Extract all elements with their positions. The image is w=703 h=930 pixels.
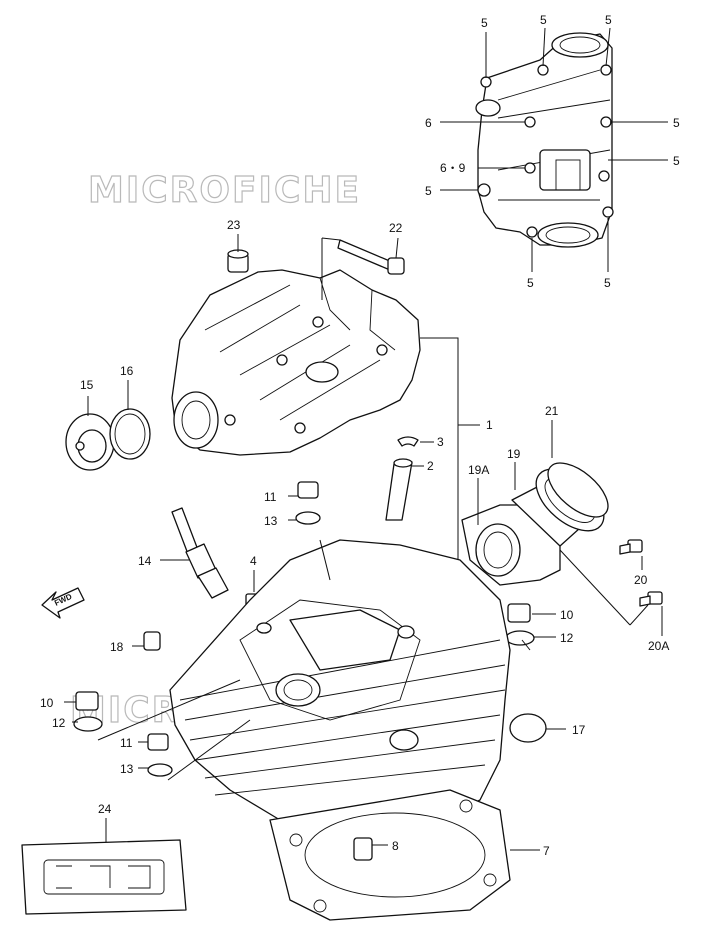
cylinder-head-cover (171, 269, 421, 456)
callout-23: 23 (227, 218, 241, 232)
callout-22: 22 (389, 221, 403, 235)
callout-5: 5 (673, 154, 680, 168)
callout-13: 13 (264, 514, 278, 528)
callout-24: 24 (98, 802, 112, 816)
caution-label-plate (21, 839, 187, 915)
callout-5: 5 (673, 116, 680, 130)
callout-15: 15 (80, 378, 94, 392)
callout-12: 12 (560, 631, 574, 645)
callout-12: 12 (52, 716, 66, 730)
callout-5: 5 (540, 13, 547, 27)
cap-plug (65, 413, 115, 471)
watermark-top: MICROFICHE (88, 170, 361, 211)
pipe-screws (619, 539, 663, 607)
callout-16: 16 (120, 364, 134, 378)
callout-10: 10 (560, 608, 574, 622)
callout-2: 2 (427, 459, 434, 473)
spark-plug (171, 507, 229, 599)
callout-5: 5 (604, 276, 611, 290)
cover-cap-nut (227, 249, 249, 273)
callout-17: 17 (572, 723, 586, 737)
callout-21: 21 (545, 404, 559, 418)
callout-20: 20 (634, 573, 648, 587)
callout-5: 5 (527, 276, 534, 290)
callout-3: 3 (437, 435, 444, 449)
callout-18: 18 (110, 640, 124, 654)
callout-19a: 19A (468, 463, 489, 477)
callout-5: 5 (425, 184, 432, 198)
callout-11: 11 (120, 736, 133, 750)
callout-5: 5 (605, 13, 612, 27)
intake-pipe (461, 462, 609, 586)
cover-bolt (337, 239, 405, 275)
callout-11: 11 (264, 490, 277, 504)
callout-20a: 20A (648, 639, 669, 653)
callout-1: 1 (486, 418, 493, 432)
o-ring (109, 408, 151, 460)
callout-19: 19 (507, 447, 521, 461)
callout-14: 14 (138, 554, 152, 568)
callout-5: 5 (481, 16, 488, 30)
callout-7: 7 (543, 844, 550, 858)
cylinder-head-gasket (269, 789, 511, 921)
cover-bolt-pattern-view (475, 32, 614, 248)
callout-13: 13 (120, 762, 134, 776)
cylinder-head (169, 539, 511, 841)
callout-10: 10 (40, 696, 54, 710)
fwd-arrow-icon: FWD (41, 587, 85, 619)
callout-8: 8 (392, 839, 399, 853)
callout-6-9: 6・9 (440, 161, 466, 175)
callout-6: 6 (425, 116, 432, 130)
callout-4: 4 (250, 554, 257, 568)
